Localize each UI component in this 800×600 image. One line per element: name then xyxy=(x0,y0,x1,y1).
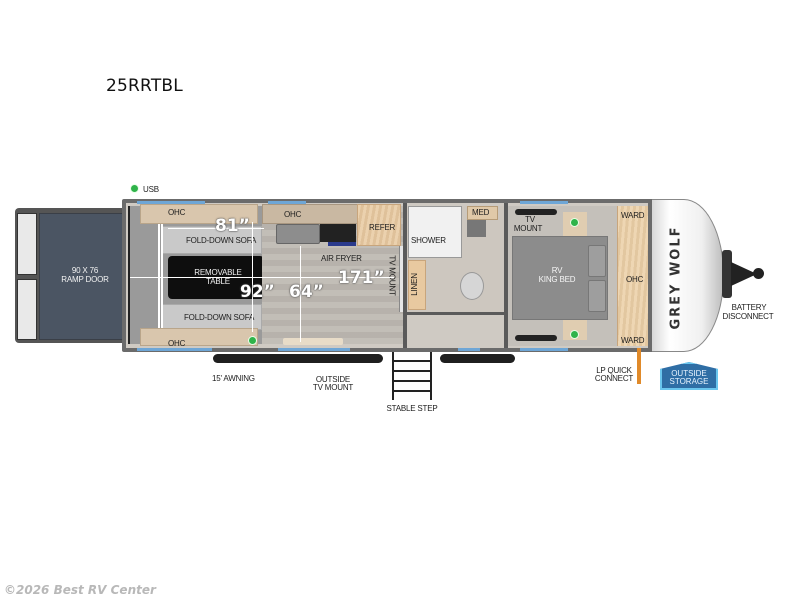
fold-down-sofa-top xyxy=(162,226,262,254)
cooktop xyxy=(320,224,356,242)
linen-label: LINEN xyxy=(409,273,419,296)
shower xyxy=(408,206,462,258)
dim-living-depth: 64” xyxy=(289,282,324,302)
pillow-1 xyxy=(588,245,606,277)
ramp-hinge-bottom xyxy=(17,279,37,340)
hitch-plate xyxy=(722,250,732,298)
sofa-top-label: FOLD-DOWN SOFA xyxy=(186,236,257,245)
model-title: 25RRTBL xyxy=(106,76,183,96)
lp-quick-connect-line xyxy=(637,348,641,384)
usb-outlet-bed-bottom xyxy=(571,331,578,338)
air-fryer-label: AIR FRYER xyxy=(321,254,362,263)
ward-bottom-label: WARD xyxy=(621,336,645,345)
window-living-bottom xyxy=(278,348,350,351)
linen-closet xyxy=(408,260,426,310)
tv-mount-living xyxy=(399,246,405,312)
tv-mount-bed-label-1: TV xyxy=(525,215,535,224)
window-kitchen xyxy=(268,201,306,204)
dim-line-171 xyxy=(130,277,394,278)
window-garage-bottom xyxy=(137,348,212,351)
usb-legend-label: USB xyxy=(143,185,159,194)
sofa-bottom-label: FOLD-DOWN SOFA xyxy=(184,313,255,322)
ohc-garage-bottom xyxy=(140,328,258,346)
med-label: MED xyxy=(472,208,490,217)
bath-wall-right xyxy=(504,203,508,348)
stable-step-label: STABLE STEP xyxy=(386,404,438,413)
ramp-door-size: 90 X 76 xyxy=(71,266,99,275)
window-bath-bottom xyxy=(458,348,480,351)
dim-width: 92” xyxy=(240,282,275,302)
ward-top-label: WARD xyxy=(621,211,645,220)
battery-label-2: DISCONNECT xyxy=(722,312,774,321)
tv-mount-bedroom xyxy=(515,209,557,215)
dim-garage-length: 81” xyxy=(215,216,250,236)
outside-tv-label-2: TV MOUNT xyxy=(312,383,354,392)
outside-storage-label-2: STORAGE xyxy=(669,377,709,386)
awning-label: 15' AWNING xyxy=(212,374,255,383)
bath-wall-left xyxy=(403,203,407,348)
air-fryer xyxy=(328,242,356,246)
pillow-2 xyxy=(588,280,606,312)
outside-storage-label-1: OUTSIDE xyxy=(671,369,707,378)
dim-line-64 xyxy=(300,246,301,342)
bath-sink xyxy=(467,220,486,237)
wardrobe-ohc-column xyxy=(617,206,648,346)
ohc-kitchen-label: OHC xyxy=(284,210,302,219)
bed-label-2: KING BED xyxy=(538,275,576,284)
ramp-hinge-top xyxy=(17,213,37,275)
awning-rear xyxy=(440,354,515,363)
usb-outlet-bed-top xyxy=(571,219,578,226)
refer-label: REFER xyxy=(369,223,396,232)
bench xyxy=(283,338,343,345)
hitch-coupler xyxy=(753,268,764,279)
stable-step xyxy=(392,352,432,400)
medicine-cabinet xyxy=(467,206,498,220)
fold-down-sofa-bottom xyxy=(162,304,262,330)
outside-tv-label-1: OUTSIDE xyxy=(315,375,351,384)
dim-line-81 xyxy=(168,228,264,229)
battery-label-1: BATTERY xyxy=(731,303,767,312)
bath-wall-bottom xyxy=(407,312,507,315)
ohc-bedroom-label: OHC xyxy=(626,275,644,284)
copyright: ©2026 Best RV Center xyxy=(4,583,156,597)
usb-outlet-garage xyxy=(249,337,256,344)
window-bedroom-top xyxy=(520,201,568,204)
ohc-garage-top xyxy=(140,204,258,224)
tv-mount-bed-label-2: MOUNT xyxy=(513,224,543,233)
bed-label-1: RV xyxy=(551,266,563,275)
ohc-garage-bottom-label: OHC xyxy=(168,339,186,348)
awning xyxy=(213,354,383,363)
window-garage-top xyxy=(137,201,205,204)
kitchen-sink xyxy=(276,224,320,244)
garage-door-frame xyxy=(128,206,134,344)
tv-mount-living-label: TV MOUNT xyxy=(387,255,397,296)
shower-label: SHOWER xyxy=(411,236,446,245)
window-bedroom-bottom xyxy=(520,348,568,351)
brand-logo: GREY WOLF xyxy=(668,224,684,330)
ohc-kitchen xyxy=(262,204,358,224)
dim-overall-interior: 171” xyxy=(338,268,385,288)
tv-mount-bedroom-2 xyxy=(515,335,557,341)
lp-label-1: LP QUICK xyxy=(596,366,632,375)
hitch-a-frame xyxy=(731,262,757,286)
lp-label-2: CONNECT xyxy=(594,374,634,383)
usb-legend-icon xyxy=(131,185,138,192)
refrigerator xyxy=(357,204,401,246)
toilet xyxy=(460,272,484,300)
ramp-door-label: RAMP DOOR xyxy=(61,275,109,284)
outside-storage-badge: OUTSIDE STORAGE xyxy=(660,362,718,390)
ohc-garage-top-label: OHC xyxy=(168,208,186,217)
table-label-1: REMOVABLE xyxy=(194,268,242,277)
table-label-2: TABLE xyxy=(206,277,230,286)
